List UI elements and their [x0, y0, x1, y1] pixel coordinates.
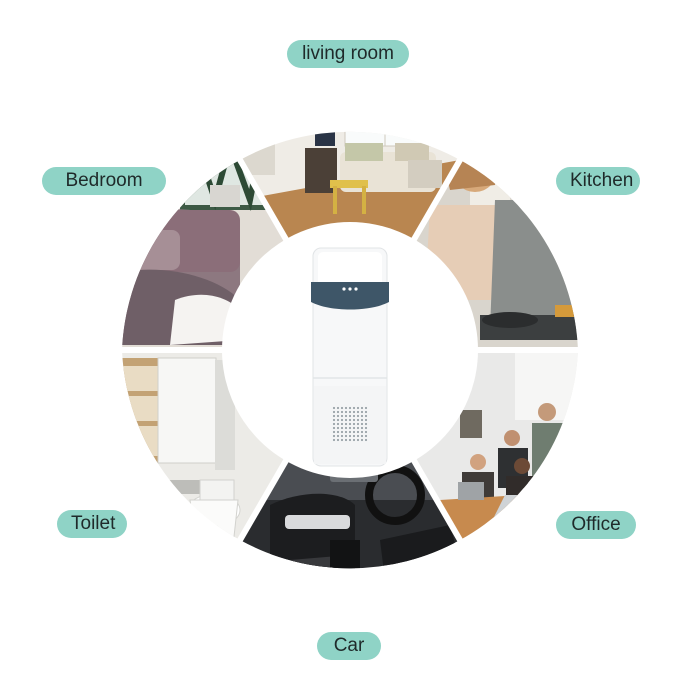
vent-hole — [352, 414, 356, 418]
label-toilet: Toilet — [57, 510, 127, 538]
vent-hole — [356, 434, 360, 438]
vent-hole — [352, 406, 356, 410]
vent-hole — [356, 410, 360, 414]
vent-hole — [352, 418, 356, 422]
vent-hole — [352, 430, 356, 434]
device-strap — [311, 282, 389, 310]
label-kitchen: Kitchen — [556, 167, 640, 195]
vent-hole — [336, 410, 340, 414]
vent-hole — [344, 406, 348, 410]
vent-hole — [360, 426, 364, 430]
vent-hole — [364, 418, 368, 422]
vent-hole — [340, 418, 344, 422]
vent-hole — [340, 438, 344, 442]
vent-hole — [352, 426, 356, 430]
vent-hole — [340, 422, 344, 426]
vent-hole — [336, 414, 340, 418]
vent-hole — [364, 422, 368, 426]
vent-hole — [348, 434, 352, 438]
vent-hole — [356, 414, 360, 418]
vent-hole — [344, 410, 348, 414]
vent-hole — [356, 422, 360, 426]
vent-hole — [332, 414, 336, 418]
vent-hole — [348, 422, 352, 426]
vent-hole — [360, 418, 364, 422]
vent-hole — [364, 410, 368, 414]
vent-hole — [340, 406, 344, 410]
vent-hole — [336, 426, 340, 430]
vent-hole — [348, 426, 352, 430]
vent-hole — [356, 438, 360, 442]
label-bedroom: Bedroom — [42, 167, 166, 195]
vent-hole — [348, 418, 352, 422]
vent-hole — [344, 418, 348, 422]
air-purifier-device — [311, 247, 389, 467]
label-living-room: living room — [287, 40, 409, 68]
vent-hole — [336, 438, 340, 442]
vent-hole — [356, 406, 360, 410]
vent-hole — [332, 410, 336, 414]
vent-hole — [344, 434, 348, 438]
vent-hole — [336, 406, 340, 410]
vent-hole — [332, 434, 336, 438]
vent-hole — [348, 414, 352, 418]
vent-hole — [360, 410, 364, 414]
vent-hole — [352, 410, 356, 414]
label-office: Office — [556, 511, 636, 539]
vent-hole — [348, 406, 352, 410]
vent-hole — [360, 406, 364, 410]
vent-hole — [332, 406, 336, 410]
vent-hole — [360, 434, 364, 438]
vent-hole — [344, 430, 348, 434]
vent-hole — [360, 438, 364, 442]
vent-hole — [344, 422, 348, 426]
vent-hole — [344, 438, 348, 442]
vent-hole — [348, 430, 352, 434]
vent-hole — [360, 422, 364, 426]
vent-hole — [352, 438, 356, 442]
vent-hole — [340, 410, 344, 414]
vent-hole — [364, 406, 368, 410]
vent-hole — [360, 414, 364, 418]
vent-hole — [340, 426, 344, 430]
vent-hole — [364, 430, 368, 434]
vent-hole — [364, 434, 368, 438]
vent-hole — [332, 426, 336, 430]
vent-hole — [336, 422, 340, 426]
vent-hole — [364, 414, 368, 418]
vent-hole — [352, 434, 356, 438]
vent-hole — [332, 430, 336, 434]
vent-hole — [344, 426, 348, 430]
vent-hole — [332, 438, 336, 442]
vent-hole — [356, 430, 360, 434]
vent-hole — [340, 430, 344, 434]
vent-hole — [336, 418, 340, 422]
vent-hole — [356, 426, 360, 430]
device-vent-grille — [332, 406, 368, 442]
vent-hole — [352, 422, 356, 426]
vent-hole — [344, 414, 348, 418]
vent-hole — [348, 438, 352, 442]
vent-hole — [356, 418, 360, 422]
vent-hole — [332, 418, 336, 422]
vent-hole — [364, 438, 368, 442]
vent-hole — [340, 414, 344, 418]
label-car: Car — [317, 632, 381, 660]
vent-hole — [336, 434, 340, 438]
vent-hole — [336, 430, 340, 434]
vent-hole — [364, 426, 368, 430]
vent-hole — [332, 422, 336, 426]
vent-hole — [340, 434, 344, 438]
vent-hole — [360, 430, 364, 434]
vent-hole — [348, 410, 352, 414]
